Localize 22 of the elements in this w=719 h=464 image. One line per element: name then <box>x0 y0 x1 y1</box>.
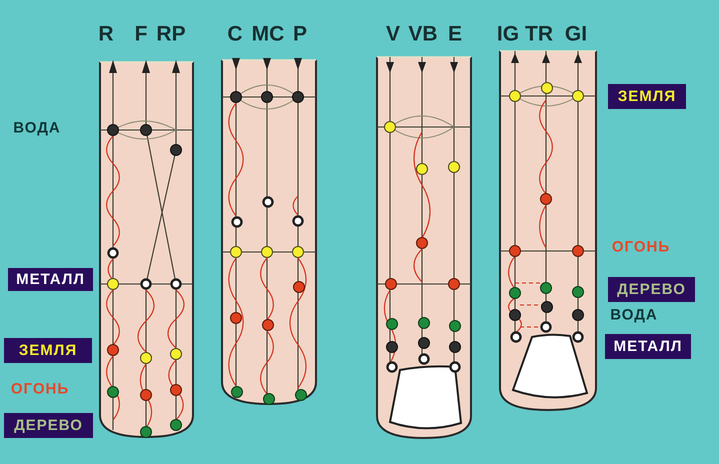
element-label: ВОДА <box>610 308 658 322</box>
meridian-label: E <box>448 24 462 44</box>
element-tag: ЗЕМЛЯ <box>4 338 92 363</box>
element-tag: МЕТАЛЛ <box>8 268 93 291</box>
meridian-label: IG <box>496 24 520 44</box>
meridian-label: R <box>98 24 114 44</box>
element-label: ОГОНЬ <box>612 240 670 254</box>
element-label: ВОДА <box>13 120 61 136</box>
element-tag: МЕТАЛЛ <box>605 334 691 359</box>
meridian-label: TR <box>525 24 553 44</box>
meridian-label: F <box>134 24 148 44</box>
meridian-label: C <box>227 24 243 44</box>
element-tag: ДЕРЕВО <box>608 277 695 302</box>
meridian-label: MC <box>252 24 284 44</box>
meridian-label: P <box>293 24 307 44</box>
element-tag: ДЕРЕВО <box>4 413 93 438</box>
element-label: ОГОНЬ <box>10 382 70 396</box>
meridian-label: VB <box>408 24 438 44</box>
meridian-label: GI <box>564 24 588 44</box>
meridian-label: V <box>386 24 400 44</box>
meridian-label: RP <box>156 24 186 44</box>
element-tag: ЗЕМЛЯ <box>608 84 686 109</box>
